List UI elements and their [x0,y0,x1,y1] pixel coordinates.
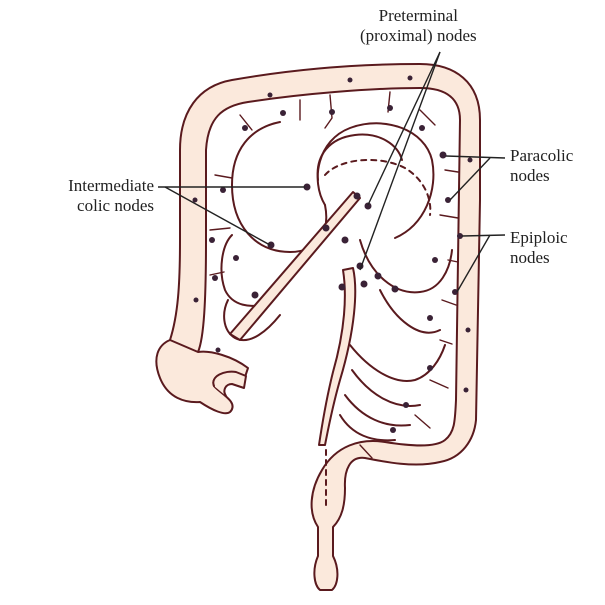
lymph-node [192,197,198,203]
lymph-node [387,105,393,111]
pointer-intermediate-2 [164,186,271,246]
loop-middle-inner [316,133,403,181]
lymph-node [267,92,273,98]
lymph-node [391,285,399,293]
lymph-node [439,151,447,159]
middle-colic-dashed [324,158,432,216]
branch [324,94,333,129]
lymph-node [390,427,396,433]
lymph-node [452,289,458,295]
label-epiploic: Epiploic nodes [510,228,568,268]
lymph-node [360,280,368,288]
lymph-node [322,224,330,232]
inferior-mesenteric-vessel [318,267,357,446]
lymph-node [233,255,239,261]
label-paracolic-line2: nodes [510,166,550,185]
lymph-node [215,347,221,353]
branch [429,379,449,389]
label-intermediate: Intermediate colic nodes [44,176,154,216]
lymph-node [432,257,438,263]
lymph-node [374,272,382,280]
label-preterminal-line2: (proximal) nodes [360,26,477,45]
loop-right-mid [359,239,453,294]
appendix-stub [212,370,247,397]
pointer-epiploic-1 [461,234,506,237]
lymph-node [267,241,275,249]
loop-sigmoid-2 [351,369,421,407]
lymph-node [467,157,473,163]
loop-sigmoid-4 [339,414,396,442]
colon-frame [169,63,481,591]
branch [209,271,225,276]
branch [419,109,436,126]
branch [239,114,253,131]
pointer-preterminal-2 [359,51,441,271]
branch [209,227,231,231]
lymph-node [403,402,409,408]
lymph-node [445,197,451,203]
lymph-node [338,283,346,291]
label-intermediate-line2: colic nodes [77,196,154,215]
label-preterminal-line1: Preterminal [378,6,458,25]
lymph-node [329,109,335,115]
label-intermediate-line1: Intermediate [68,176,154,195]
lymph-node [212,275,218,281]
lymph-node [220,187,226,193]
pointer-preterminal-1 [367,51,441,206]
branch [439,339,453,345]
label-paracolic: Paracolic nodes [510,146,573,186]
lymph-node [193,297,199,303]
label-epiploic-line2: nodes [510,248,550,267]
label-preterminal: Preterminal (proximal) nodes [360,6,477,46]
lymph-node [303,183,311,191]
lymph-node [364,202,372,210]
pointer-epiploic-2 [456,234,491,293]
branch [414,414,431,429]
lymph-node [465,327,471,333]
branch [214,174,233,179]
label-paracolic-line1: Paracolic [510,146,574,165]
lymph-node [341,236,349,244]
label-epiploic-line1: Epiploic [510,228,568,247]
lymph-node [427,365,433,371]
branch [444,169,459,173]
lymph-node [463,387,469,393]
lymph-node [457,233,463,239]
lymph-node [419,125,425,131]
superior-mesenteric-vessel [229,191,361,341]
loop-sigmoid-3 [344,394,411,427]
pointer-paracolic-2 [449,157,491,201]
loop-right-low [379,289,441,334]
pointer-paracolic-1 [445,155,506,159]
lymph-node [407,75,413,81]
branch [359,444,373,459]
lymph-node [251,291,259,299]
lymph-node [209,237,215,243]
branch [441,299,457,306]
caecum [155,339,249,415]
loop-sigmoid-1 [349,344,446,382]
branch [447,259,459,263]
lymph-node [353,192,361,200]
lymph-node [427,315,433,321]
lymph-node [242,125,248,131]
lymph-node [280,110,286,116]
branch [439,214,459,219]
lymph-node [347,77,353,83]
